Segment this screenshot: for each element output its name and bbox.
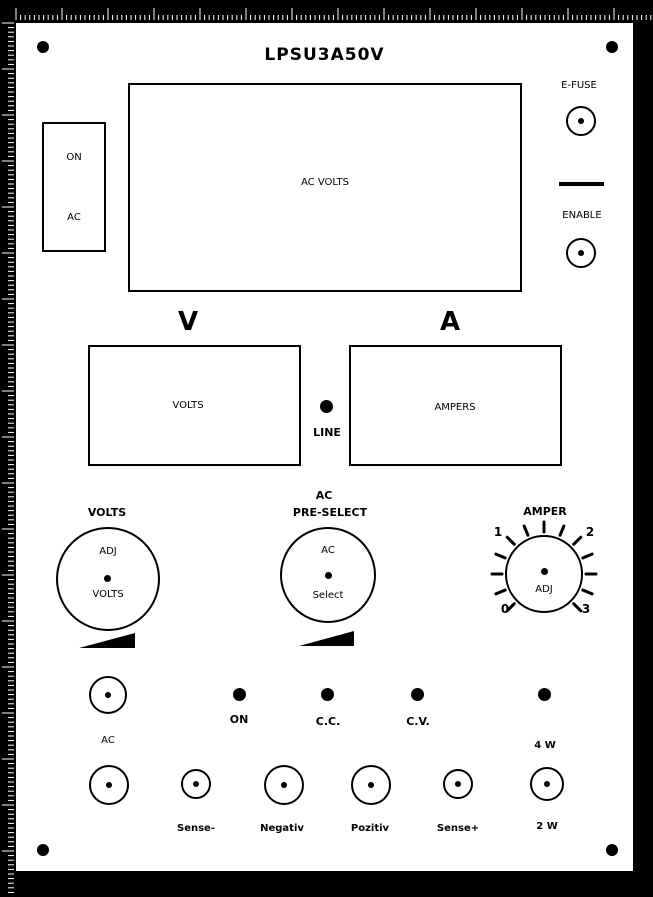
screw-top-right [606, 41, 618, 53]
preselect-knob-ac: AC [321, 545, 335, 556]
ampers-meter-label: AMPERS [434, 402, 476, 413]
ruler-left [0, 0, 14, 893]
on-led-label: ON [229, 713, 249, 726]
volts-knob-volts: VOLTS [92, 589, 124, 600]
ac-terminal-jack[interactable] [89, 765, 129, 805]
ruler-top [0, 0, 653, 20]
preselect-knob[interactable]: AC Select [280, 527, 376, 623]
panel-title: LPSU3A50V [264, 45, 385, 65]
volts-meter: VOLTS [88, 345, 301, 466]
pozitiv-jack[interactable] [351, 765, 391, 805]
power-switch[interactable]: ON AC [42, 122, 106, 252]
amper-scale-1: 1 [493, 525, 503, 539]
4w-led [538, 688, 551, 701]
ruler-left-ticks [2, 22, 14, 893]
negativ-jack[interactable] [264, 765, 304, 805]
sense-minus-jack[interactable] [181, 769, 211, 799]
2w-label: 2 W [536, 821, 558, 832]
cc-led [321, 688, 334, 701]
on-led [233, 688, 246, 701]
preselect-ramp-icon [299, 631, 354, 646]
enable-button[interactable] [566, 238, 596, 268]
amper-knob-title: AMPER [523, 505, 567, 518]
screw-bottom-right [606, 844, 618, 856]
divider-bar [559, 182, 604, 186]
negativ-label: Negativ [260, 823, 304, 834]
volts-ramp-icon [79, 633, 135, 648]
2w-jack[interactable] [530, 767, 564, 801]
preselect-title-ac: AC [315, 489, 333, 502]
preselect-title: PRE-SELECT [292, 506, 368, 519]
pozitiv-label: Pozitiv [350, 823, 390, 834]
sense-plus-jack[interactable] [443, 769, 473, 799]
line-led [320, 400, 333, 413]
front-panel: LPSU3A50V ON AC AC VOLTS E-FUSE ENABLE V… [16, 23, 633, 871]
screw-bottom-left [37, 844, 49, 856]
ampers-meter: AMPERS [349, 345, 562, 466]
efuse-label: E-FUSE [561, 80, 597, 91]
switch-on-label: ON [66, 152, 82, 163]
amper-knob-adj: ADJ [535, 584, 553, 595]
amper-scale-2: 2 [585, 525, 595, 539]
sense-minus-label: Sense- [177, 823, 215, 834]
voltmeter-symbol: V [178, 307, 199, 337]
ac-volts-label: AC VOLTS [300, 177, 350, 188]
ac-output-jack[interactable] [89, 676, 127, 714]
ammeter-symbol: A [440, 307, 461, 337]
switch-ac-label: AC [67, 212, 81, 223]
efuse-button[interactable] [566, 106, 596, 136]
ruler-top-ticks [15, 8, 652, 20]
amper-scale-0: 0 [500, 602, 510, 616]
cc-led-label: C.C. [315, 715, 341, 728]
line-label: LINE [313, 426, 341, 439]
cv-led-label: C.V. [406, 715, 430, 728]
cv-led [411, 688, 424, 701]
volts-knob-center [104, 575, 111, 582]
ac-volts-display: AC VOLTS [128, 83, 522, 292]
4w-label: 4 W [534, 740, 556, 751]
ac-jack-label: AC [101, 735, 115, 746]
amper-scale-3: 3 [581, 602, 591, 616]
amper-scale [490, 520, 598, 613]
enable-label: ENABLE [562, 210, 602, 221]
volts-adjust-knob[interactable]: ADJ VOLTS [56, 527, 160, 631]
amper-adjust-knob[interactable]: ADJ [505, 535, 583, 613]
volts-knob-title: VOLTS [87, 506, 127, 519]
sense-plus-label: Sense+ [436, 823, 480, 834]
volts-knob-adj: ADJ [99, 546, 117, 557]
preselect-knob-center [325, 572, 332, 579]
volts-meter-label: VOLTS [172, 400, 204, 411]
amper-knob-center [541, 568, 548, 575]
preselect-knob-select: Select [312, 590, 344, 601]
screw-top-left [37, 41, 49, 53]
